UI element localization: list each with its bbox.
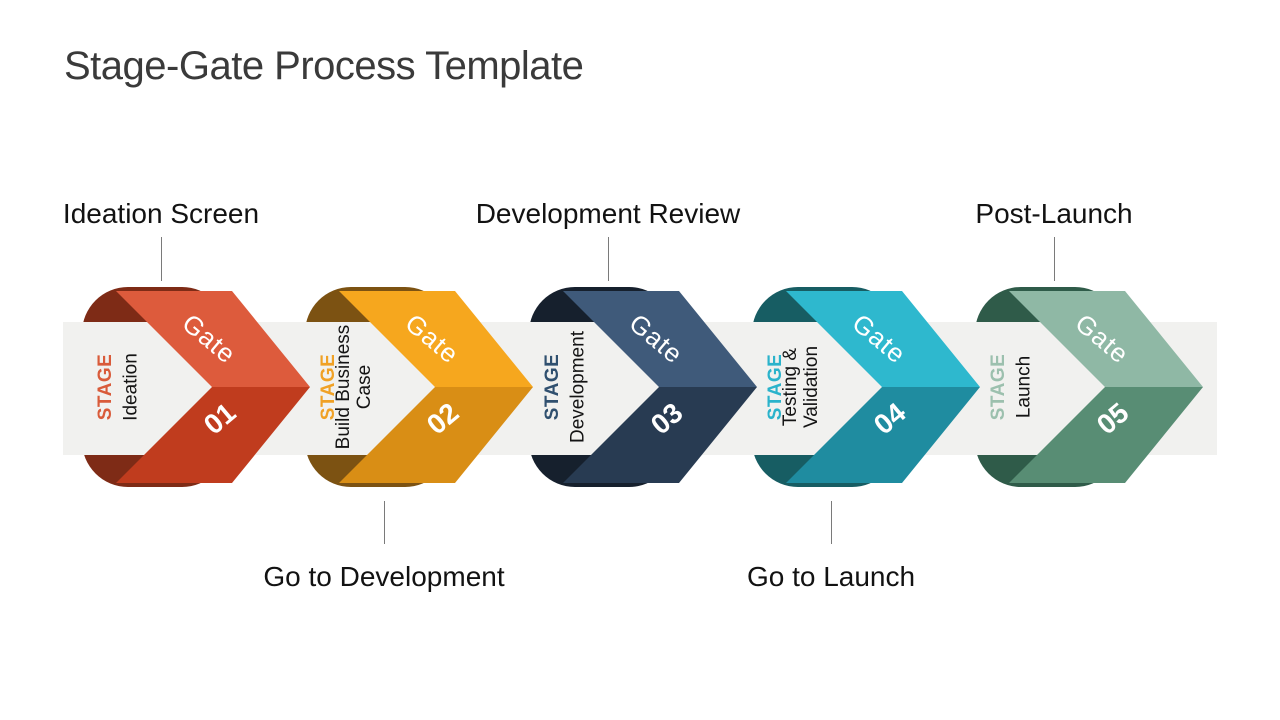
stage-name: Development xyxy=(567,331,589,443)
callout-label: Go to Launch xyxy=(746,561,916,592)
slide-title: Stage-Gate Process Template xyxy=(64,44,584,88)
callout-label: Development Review xyxy=(475,198,741,229)
callout-connector-line xyxy=(161,237,162,281)
callout-label: Post-Launch xyxy=(975,198,1133,229)
stage-label: STAGE xyxy=(988,353,1009,421)
stage-name: Testing & Validation xyxy=(780,345,822,429)
stage-label: STAGE xyxy=(95,353,116,421)
callout-label: Ideation Screen xyxy=(62,198,260,229)
stage-label: STAGE xyxy=(542,353,563,421)
stage-name: Ideation xyxy=(120,353,142,421)
callout-label: Go to Development xyxy=(263,561,505,592)
callout-connector-line xyxy=(1054,237,1055,281)
callout-connector-line xyxy=(831,501,832,544)
stage-name: Launch xyxy=(1013,355,1035,419)
callout-connector-line xyxy=(608,237,609,281)
callout-connector-line xyxy=(384,501,385,544)
stage-name: Build Business Case xyxy=(333,324,375,450)
